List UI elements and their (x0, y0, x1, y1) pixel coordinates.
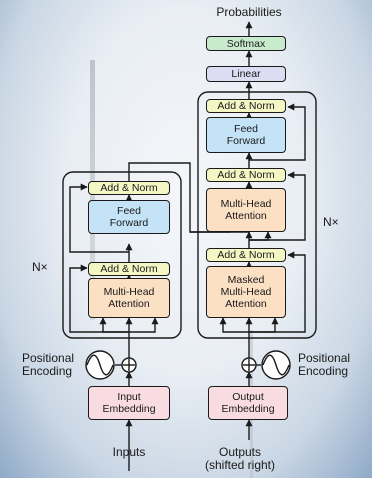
decoder-add-norm-mid: Add & Norm (206, 168, 286, 182)
softmax-box: Softmax (206, 36, 286, 51)
encoder-block-outline (62, 171, 182, 339)
decoder-add-norm-low: Add & Norm (206, 248, 286, 262)
output-probabilities-label: Probabilities (216, 5, 282, 19)
decoder-add-norm-top: Add & Norm (206, 99, 286, 113)
encoder-add-norm-top: Add & Norm (88, 181, 170, 195)
encoder-input-label: Inputs (112, 445, 146, 459)
decoder-repeat-label: N× (323, 215, 339, 229)
encoder-add-norm-low: Add & Norm (88, 262, 170, 276)
decoder-input-label: Outputs(shifted right) (204, 445, 276, 472)
linear-box: Linear (206, 66, 286, 82)
decoder-block-outline (197, 91, 317, 339)
encoder-repeat-label: N× (32, 260, 48, 274)
